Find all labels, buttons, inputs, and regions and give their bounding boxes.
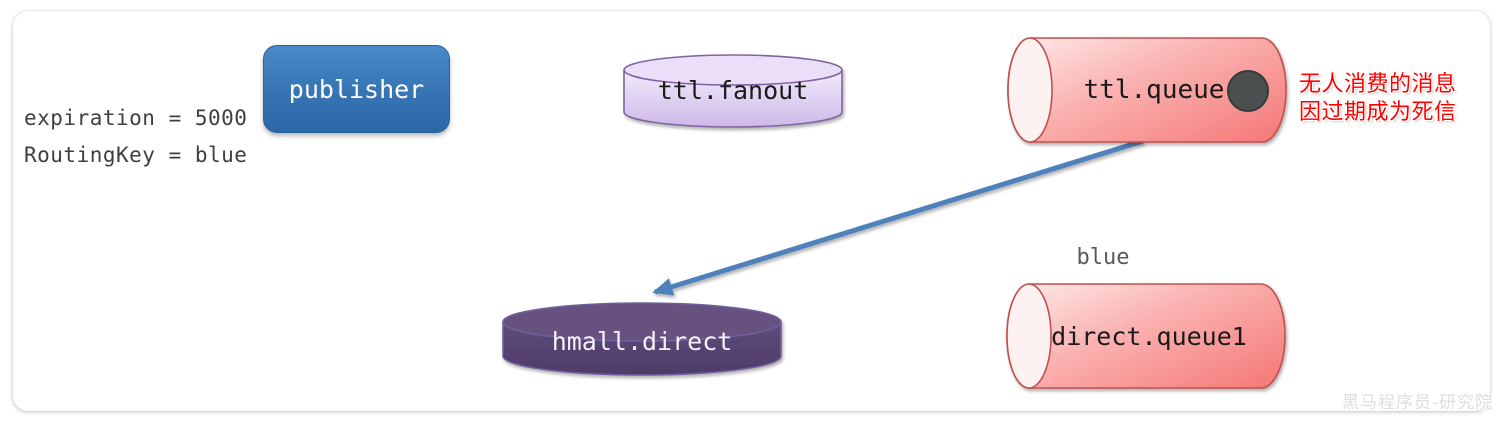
- diagram-panel: [13, 11, 1490, 411]
- publisher-node: publisher: [263, 45, 450, 133]
- publisher-label: publisher: [288, 74, 425, 104]
